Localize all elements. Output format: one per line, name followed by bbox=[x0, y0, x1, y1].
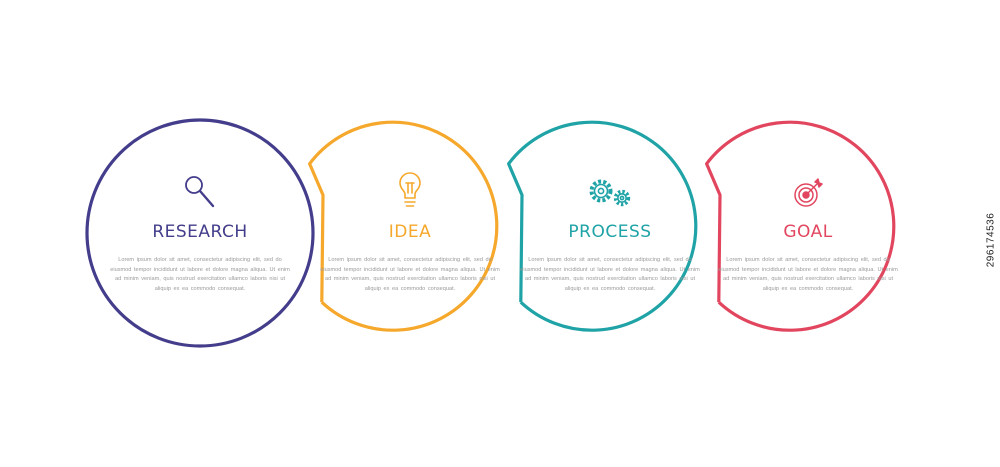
step-research: RESEARCH Lorem ipsum dolor sit amet, con… bbox=[110, 222, 290, 294]
step-description: Lorem ipsum dolor sit amet, consectetur … bbox=[110, 257, 290, 292]
step-idea: IDEA Lorem ipsum dolor sit amet, consect… bbox=[320, 222, 500, 294]
process-ring bbox=[507, 120, 698, 332]
step-process: PROCESS Lorem ipsum dolor sit amet, cons… bbox=[520, 222, 700, 294]
step-description: Lorem ipsum dolor sit amet, consectetur … bbox=[520, 257, 700, 292]
magnifier-icon bbox=[185, 176, 215, 208]
idea-ring bbox=[308, 120, 499, 332]
stock-image-id-text: 296174536 bbox=[985, 212, 997, 268]
step-goal: GOAL Lorem ipsum dolor sit amet, consect… bbox=[718, 222, 898, 294]
step-title: PROCESS bbox=[568, 222, 652, 242]
step-title: RESEARCH bbox=[152, 222, 248, 242]
step-title: IDEA bbox=[388, 222, 432, 242]
target-icon bbox=[794, 178, 823, 207]
goal-ring bbox=[705, 120, 896, 332]
step-title: GOAL bbox=[783, 222, 833, 242]
lightbulb-icon bbox=[399, 172, 421, 207]
research-ring bbox=[85, 118, 315, 348]
stock-image-id: 296174536 bbox=[985, 150, 997, 330]
step-description: Lorem ipsum dolor sit amet, consectetur … bbox=[718, 257, 898, 292]
gears-icon bbox=[589, 179, 631, 207]
step-description: Lorem ipsum dolor sit amet, consectetur … bbox=[320, 257, 500, 292]
